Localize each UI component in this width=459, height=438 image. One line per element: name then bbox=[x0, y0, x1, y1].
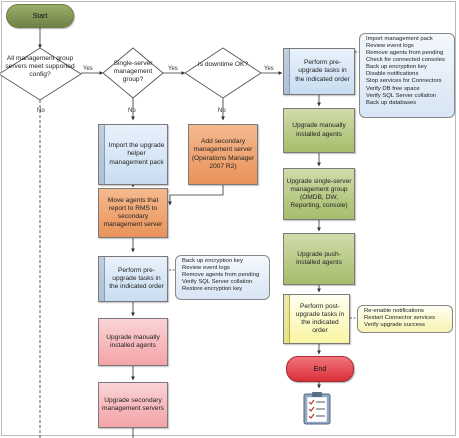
step-post-upgrade: Perform post-upgrade tasks in the indica… bbox=[283, 294, 350, 344]
note-item: Re-enable notifications bbox=[364, 308, 424, 314]
step-upgrade-push: Upgrade push-installed agents bbox=[283, 233, 355, 285]
step-pre-upgrade-left: Perform pre-upgrade tasks in the indicat… bbox=[98, 256, 168, 302]
process-sidebar bbox=[284, 295, 290, 343]
step-upgrade-secondary-text: Upgrade secondary management servers bbox=[102, 396, 164, 412]
note-item: Verify DB free space bbox=[366, 85, 420, 92]
start-terminal: Start bbox=[6, 4, 74, 28]
start-label: Start bbox=[32, 12, 48, 20]
note-item: Verify SQL Server collation bbox=[366, 92, 437, 99]
edge-label-yes: Yes bbox=[264, 66, 274, 72]
decision-diamond-single bbox=[102, 47, 164, 99]
step-add-secondary-text: Add secondary management server (Operati… bbox=[191, 138, 255, 170]
step-upgrade-agents-left: Upgrade manually installed agents bbox=[98, 318, 168, 366]
step-post-upgrade-text: Perform post-upgrade tasks in the indica… bbox=[295, 302, 345, 335]
note-item: Verify upgrade success bbox=[364, 322, 425, 329]
step-pre-upgrade-right-text: Perform pre-upgrade tasks in the indicat… bbox=[295, 59, 350, 83]
process-sidebar bbox=[99, 257, 105, 301]
process-sidebar bbox=[284, 49, 290, 94]
step-move-agents-text: Move agents that report to RMS to second… bbox=[103, 196, 163, 229]
note-item: Verify SQL Server collation bbox=[182, 279, 253, 286]
note-item: Review event logs bbox=[366, 43, 414, 50]
note-item: Disable notifications bbox=[366, 71, 419, 78]
step-upgrade-push-text: Upgrade push-installed agents bbox=[296, 250, 342, 266]
step-upgrade-agents-right: Upgrade manually installed agents bbox=[283, 108, 355, 153]
note-item: Back up databases bbox=[366, 99, 417, 106]
process-sidebar bbox=[99, 125, 105, 184]
note-item: Remove agents from pending bbox=[366, 50, 444, 57]
note-post-upgrade: Re-enable notifications Restart Connecto… bbox=[357, 305, 453, 333]
step-pre-upgrade-right: Perform pre-upgrade tasks in the indicat… bbox=[283, 48, 355, 95]
step-upgrade-single: Upgrade single-server management group (… bbox=[283, 168, 355, 220]
clipboard-checklist-icon bbox=[303, 392, 331, 425]
step-upgrade-agents-left-text: Upgrade manually installed agents bbox=[106, 333, 160, 349]
step-upgrade-secondary: Upgrade secondary management servers bbox=[98, 382, 168, 428]
note-pre-upgrade-left: Back up encryption key Review event logs… bbox=[175, 255, 270, 300]
step-upgrade-agents-right-text: Upgrade manually installed agents bbox=[292, 122, 346, 138]
edge-label-no: No bbox=[128, 108, 136, 114]
edge-label-no: No bbox=[37, 108, 45, 114]
decision-config-text: All management group servers meet suppor… bbox=[5, 55, 75, 79]
note-item: Check for connected consoles bbox=[366, 57, 445, 64]
connector bbox=[168, 185, 224, 206]
step-pre-upgrade-left-text: Perform pre-upgrade tasks in the indicat… bbox=[109, 266, 164, 291]
decision-diamond-config bbox=[0, 47, 82, 101]
edge-label-yes: Yes bbox=[168, 66, 178, 72]
note-pre-upgrade-right: Import management pack Review event logs… bbox=[359, 33, 455, 118]
step-import-helper-text: Import the upgrade helper management pac… bbox=[108, 142, 165, 166]
note-item: Review event logs bbox=[182, 265, 230, 272]
end-label: End bbox=[313, 365, 327, 373]
step-move-agents: Move agents that report to RMS to second… bbox=[98, 188, 168, 238]
decision-diamond-downtime bbox=[184, 47, 262, 99]
step-add-secondary: Add secondary management server (Operati… bbox=[188, 124, 258, 185]
note-item: Stop services for Connectors bbox=[366, 78, 442, 85]
note-item: Restart Connector services bbox=[364, 315, 436, 322]
note-item: Remove agents from pending bbox=[182, 272, 260, 279]
decision-downtime-text: Is downtime OK? bbox=[197, 61, 249, 68]
edge-label-yes: Yes bbox=[83, 66, 93, 72]
note-item: Back up encryption key bbox=[366, 64, 427, 71]
decision-single-text: Single-server management group? bbox=[113, 60, 153, 84]
note-item: Back up encryption key bbox=[182, 258, 243, 264]
end-terminal: End bbox=[286, 356, 354, 382]
step-import-helper: Import the upgrade helper management pac… bbox=[98, 124, 168, 185]
note-item: Import management pack bbox=[366, 36, 433, 42]
edge-label-no: No bbox=[218, 108, 226, 114]
note-item: Restore encryption key bbox=[182, 286, 243, 293]
step-upgrade-single-text: Upgrade single-server management group (… bbox=[286, 177, 352, 210]
